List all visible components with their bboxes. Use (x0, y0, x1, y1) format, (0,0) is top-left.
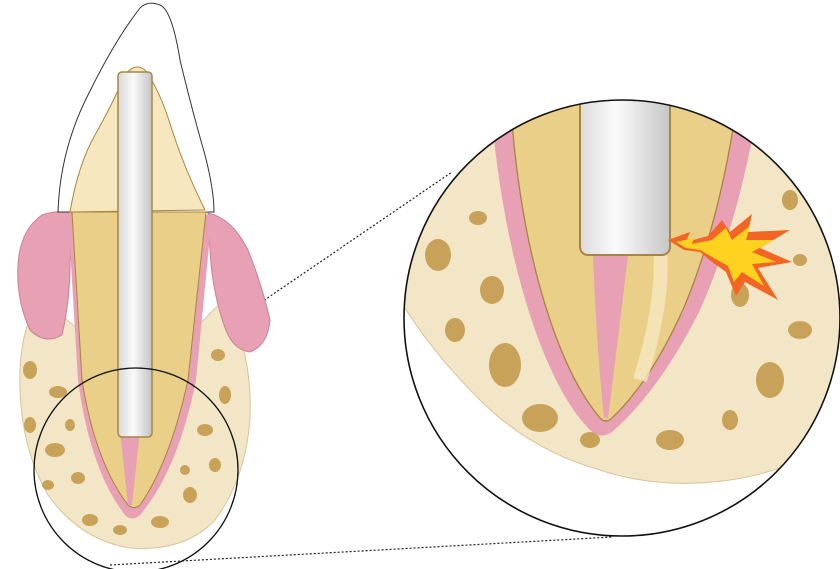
gingiva-left (18, 211, 72, 339)
zoom-line-bottom (110, 537, 612, 565)
endodontic-post (118, 72, 152, 437)
magnified-view (400, 90, 840, 540)
magnified-post (580, 90, 670, 255)
full-tooth-illustration (18, 3, 270, 569)
